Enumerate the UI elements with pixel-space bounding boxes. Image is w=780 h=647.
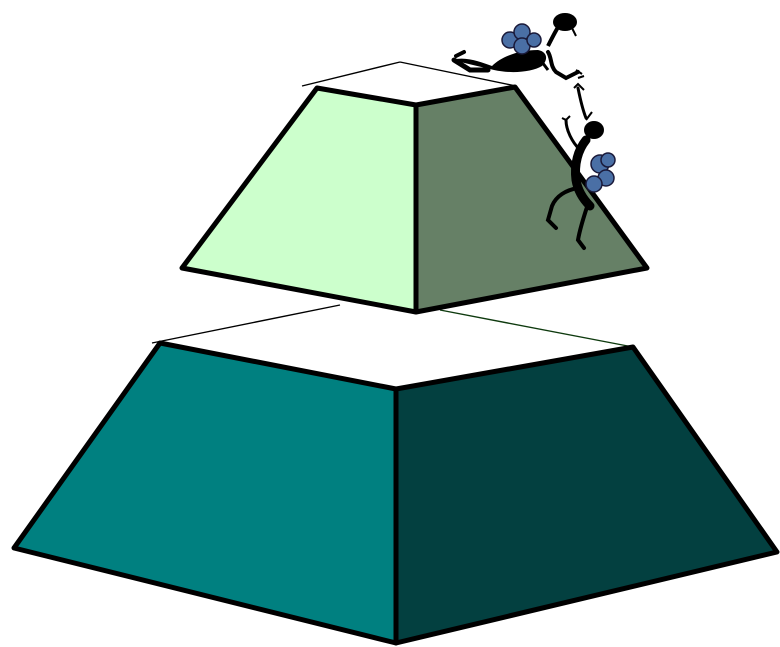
bottom-tier-top-edge-left bbox=[152, 305, 340, 343]
bottom-tier-right-face bbox=[396, 347, 777, 643]
bottom-tier-top-edge-right bbox=[440, 310, 633, 347]
bottom-tier-left-face bbox=[14, 343, 396, 643]
backpack-icon bbox=[586, 153, 615, 192]
top-tier-right-face bbox=[416, 87, 647, 312]
top-tier-back-edge-left bbox=[302, 62, 400, 86]
bottom-tier bbox=[14, 305, 777, 643]
backpack-icon bbox=[502, 24, 541, 54]
climber-reaching-down-icon bbox=[452, 13, 584, 78]
top-tier-left-face bbox=[182, 88, 416, 312]
